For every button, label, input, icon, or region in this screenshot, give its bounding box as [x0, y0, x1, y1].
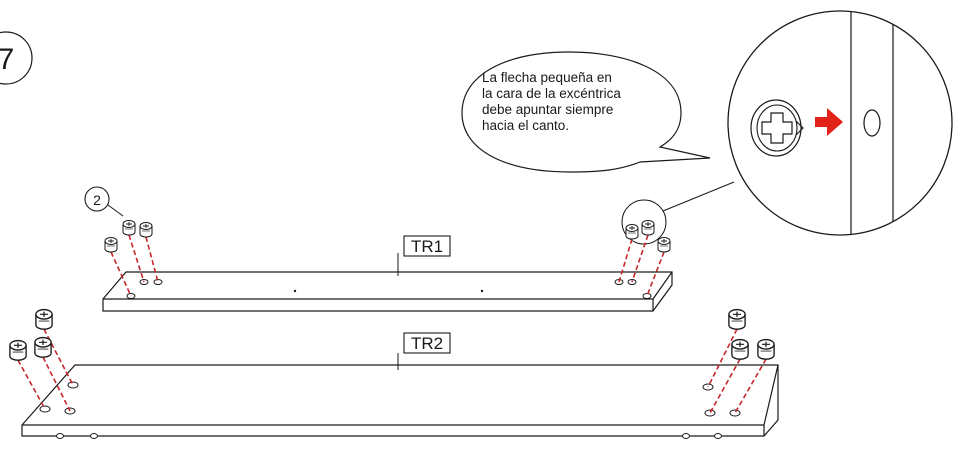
part-callout-number: 2	[93, 192, 101, 208]
guide-dashed-line	[734, 358, 767, 414]
cam-lock-fitting-icon	[34, 336, 52, 358]
arrow-right-icon	[815, 108, 843, 136]
cam-lock-fitting-icon	[122, 220, 136, 236]
label-tr1: TR1	[411, 237, 443, 256]
cam-lock-fitting-icon	[625, 224, 639, 240]
guide-dashed-line	[707, 328, 738, 388]
zoom-detail-circle	[727, 10, 953, 236]
bubble-line-3: debe apuntar siempre	[482, 102, 613, 117]
cam-lock-fittings	[9, 220, 775, 414]
detail-marker	[621, 181, 735, 245]
guide-dashed-line	[110, 251, 132, 297]
part-callout: 2	[84, 186, 124, 217]
cam-lock-fitting-icon	[139, 222, 153, 238]
guide-dashed-line	[128, 234, 145, 283]
cam-lock-fitting-icon	[9, 339, 27, 361]
bubble-line-1: La flecha pequeña en	[482, 70, 612, 85]
speech-bubble: La flecha pequeña en la cara de la excén…	[461, 51, 711, 173]
cam-lock-fitting-icon	[104, 237, 118, 253]
cam-lock-fitting-icon	[35, 308, 53, 330]
cam-lock-icon	[750, 99, 804, 157]
cam-lock-fitting-icon	[641, 220, 655, 236]
guide-dashed-line	[709, 358, 741, 414]
cam-lock-fitting-icon	[731, 338, 749, 360]
panel-tr2: TR2	[21, 332, 779, 439]
cam-lock-fitting-icon	[728, 308, 746, 330]
cam-lock-fitting-icon	[757, 338, 775, 360]
bubble-line-4: hacia el canto.	[482, 118, 569, 133]
label-tr2: TR2	[411, 334, 443, 353]
bubble-line-2: la cara de la excéntrica	[482, 86, 621, 101]
step-number: 7	[0, 43, 14, 76]
panel-tr1: TR1	[102, 235, 673, 312]
hole-icon	[863, 109, 881, 137]
step-number-badge: 7	[0, 31, 33, 85]
guide-dashed-line	[17, 359, 46, 410]
guide-dashed-line	[631, 234, 649, 283]
guide-dashed-line	[42, 356, 71, 412]
svg-text:La flecha pequeña en la: La flecha pequeña en la cara de la excén…	[482, 70, 625, 133]
cam-lock-fitting-icon	[657, 237, 671, 253]
